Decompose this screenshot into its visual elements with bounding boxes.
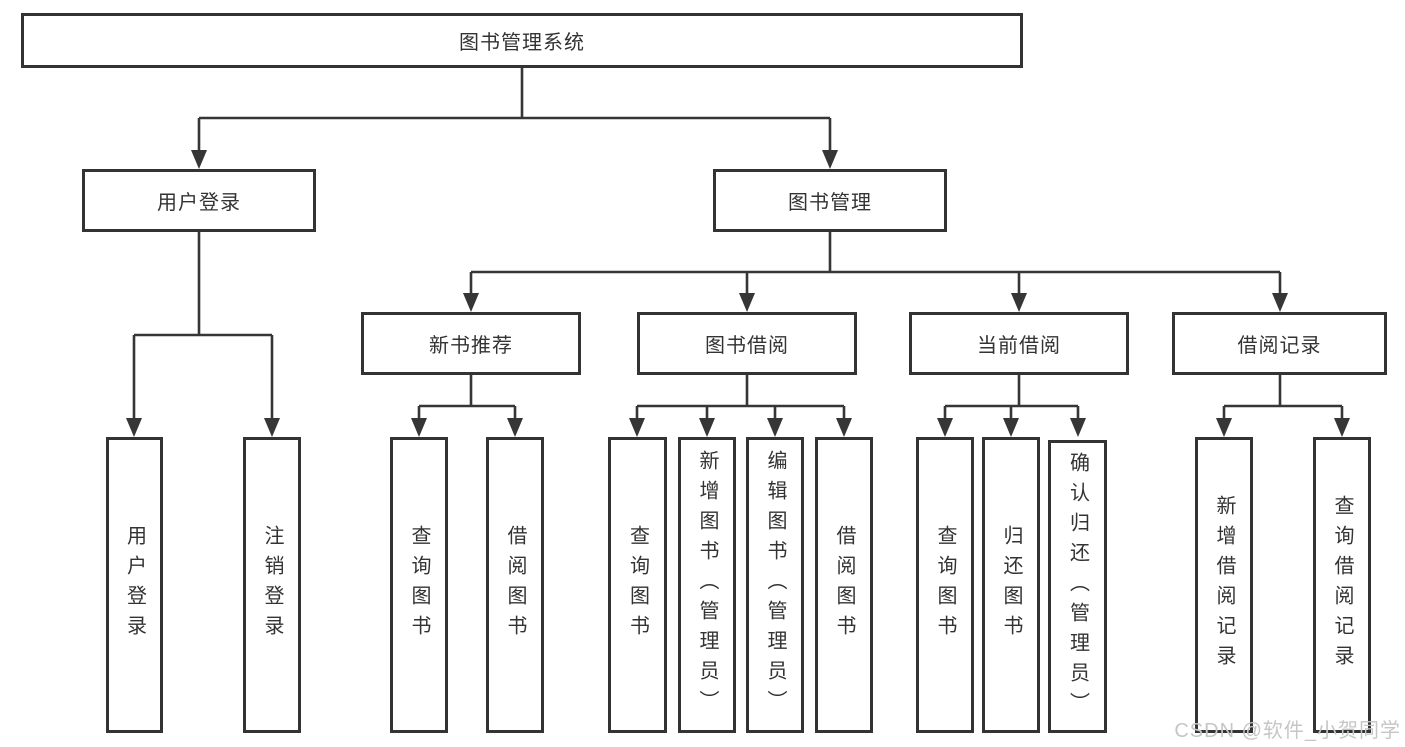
node-book-borrowing: 图书借阅 — [637, 312, 857, 375]
leaf-label: 归还图书 — [1000, 525, 1022, 645]
connector-borrow-records-branch — [1216, 375, 1350, 437]
leaf-label: 借阅图书 — [833, 525, 855, 645]
leaf-user-login: 用户登录 — [106, 437, 163, 733]
connector-new-book-branch — [411, 375, 523, 437]
leaf-borrow-books: 借阅图书 — [815, 437, 873, 733]
connector-book-management-branch — [463, 232, 1288, 312]
leaf-label: 查询图书 — [934, 525, 956, 645]
leaf-logout: 注销登录 — [243, 437, 301, 733]
node-new-book-recommendation: 新书推荐 — [361, 312, 581, 375]
node-borrowing-records: 借阅记录 — [1172, 312, 1387, 375]
leaf-borrow-books: 借阅图书 — [486, 437, 544, 733]
leaf-label: 编辑图书（管理员） — [764, 450, 786, 720]
node-book-management: 图书管理 — [713, 169, 947, 232]
connector-root-to-level2 — [191, 68, 838, 169]
connector-current-borrow-branch — [937, 375, 1086, 437]
leaf-label: 借阅图书 — [504, 525, 526, 645]
leaf-label: 新增借阅记录 — [1213, 495, 1235, 675]
node-user-login: 用户登录 — [82, 169, 316, 232]
leaf-return-books: 归还图书 — [982, 437, 1040, 733]
leaf-confirm-return-admin: 确认归还（管理员） — [1048, 440, 1107, 733]
leaf-query-books: 查询图书 — [608, 437, 667, 733]
leaf-add-books-admin: 新增图书（管理员） — [678, 437, 736, 733]
leaf-label: 新增图书（管理员） — [696, 450, 718, 720]
leaf-query-books: 查询图书 — [390, 437, 448, 733]
leaf-label: 确认归还（管理员） — [1066, 451, 1089, 722]
leaf-label: 查询图书 — [626, 525, 649, 645]
leaf-query-books: 查询图书 — [916, 437, 974, 733]
leaf-label: 注销登录 — [261, 525, 283, 645]
leaf-label: 用户登录 — [123, 525, 146, 645]
leaf-add-borrow-record: 新增借阅记录 — [1195, 437, 1253, 733]
leaf-label: 查询借阅记录 — [1331, 495, 1353, 675]
node-library-management-system: 图书管理系统 — [21, 13, 1023, 68]
leaf-edit-books-admin: 编辑图书（管理员） — [746, 437, 804, 733]
node-current-borrowing: 当前借阅 — [909, 312, 1129, 375]
connector-user-login-branch — [126, 232, 280, 437]
leaf-query-borrow-record: 查询借阅记录 — [1313, 437, 1371, 733]
connector-book-borrow-branch — [629, 375, 852, 437]
leaf-label: 查询图书 — [408, 525, 430, 645]
